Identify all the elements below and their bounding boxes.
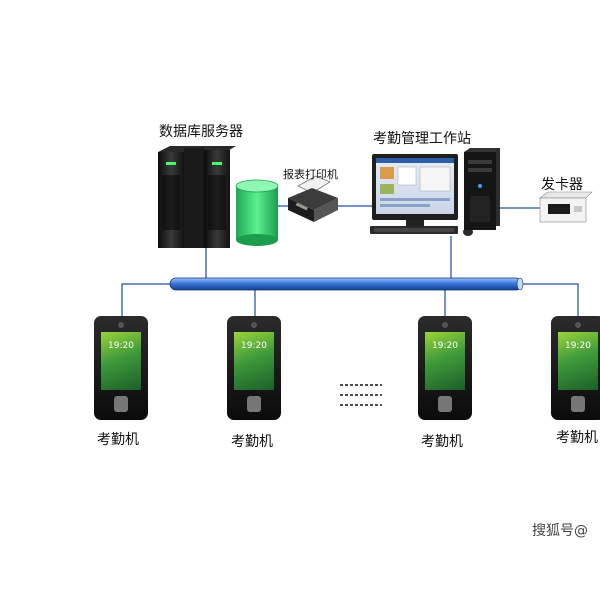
attendance-terminal-icon: 19:20 bbox=[227, 316, 281, 420]
database-cylinder-icon bbox=[235, 179, 279, 246]
attendance-terminal-icon: 19:20 bbox=[418, 316, 472, 420]
fingerprint-sensor-icon bbox=[438, 396, 452, 412]
terminal-label: 考勤机 bbox=[97, 432, 139, 448]
card-issuer-label: 发卡器 bbox=[541, 177, 583, 193]
terminal-screen: 19:20 bbox=[101, 332, 141, 390]
terminal-label: 考勤机 bbox=[421, 434, 463, 450]
fingerprint-sensor-icon bbox=[114, 396, 128, 412]
terminal-screen: 19:20 bbox=[425, 332, 465, 390]
workstation-monitor-icon bbox=[370, 154, 473, 236]
ellipsis-dashes bbox=[340, 384, 382, 406]
terminal-screen: 19:20 bbox=[234, 332, 274, 390]
terminal-time: 19:20 bbox=[565, 341, 591, 351]
db-server-label: 数据库服务器 bbox=[159, 124, 243, 140]
terminal-label: 考勤机 bbox=[556, 430, 598, 446]
network-bus bbox=[169, 277, 524, 291]
fingerprint-sensor-icon bbox=[247, 396, 261, 412]
camera-icon bbox=[575, 322, 581, 328]
workstation-tower-icon bbox=[464, 148, 500, 230]
terminal-time: 19:20 bbox=[108, 341, 134, 351]
workstation-label: 考勤管理工作站 bbox=[373, 131, 471, 147]
attendance-terminal-icon: 19:20 bbox=[551, 316, 600, 420]
terminal-time: 19:20 bbox=[241, 341, 267, 351]
fingerprint-sensor-icon bbox=[571, 396, 585, 412]
attendance-terminal-icon: 19:20 bbox=[94, 316, 148, 420]
camera-icon bbox=[251, 322, 257, 328]
terminal-label: 考勤机 bbox=[231, 434, 273, 450]
printer-icon bbox=[288, 175, 338, 222]
terminal-screen: 19:20 bbox=[558, 332, 598, 390]
card-issuer-icon bbox=[539, 191, 593, 223]
camera-icon bbox=[118, 322, 124, 328]
database-server-icon bbox=[158, 146, 236, 248]
watermark: 搜狐号@ bbox=[532, 523, 588, 539]
terminal-time: 19:20 bbox=[432, 341, 458, 351]
printer-label: 报表打印机 bbox=[283, 168, 338, 181]
camera-icon bbox=[442, 322, 448, 328]
